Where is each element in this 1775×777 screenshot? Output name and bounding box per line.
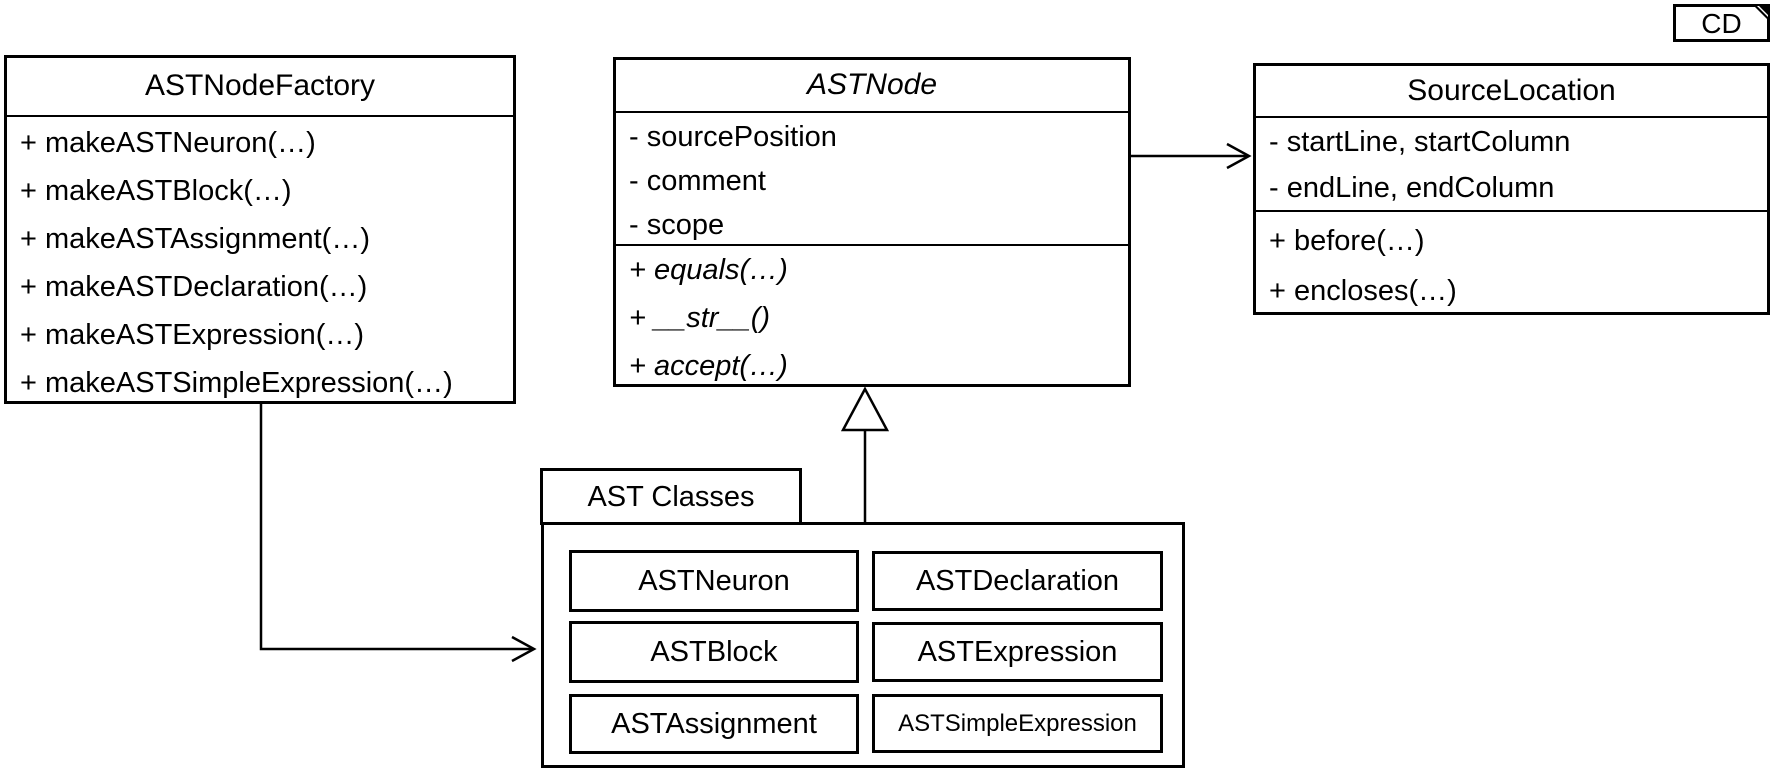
attribute-row: - sourcePosition	[629, 121, 837, 153]
method-row: + makeASTAssignment(…)	[20, 223, 370, 255]
class-astblock: ASTBlock	[569, 621, 859, 683]
folded-corner-icon	[1754, 6, 1768, 20]
method-row: + before(…)	[1269, 225, 1425, 257]
class-title: ASTNode	[616, 60, 1128, 113]
method-row: + equals(…)	[629, 254, 788, 286]
package-body-ast-classes: ASTNeuron ASTDeclaration ASTBlock ASTExp…	[541, 522, 1185, 768]
class-title: SourceLocation	[1256, 66, 1767, 118]
method-row: + makeASTDeclaration(…)	[20, 271, 368, 303]
class-title: ASTNodeFactory	[7, 58, 513, 117]
class-astassignment: ASTAssignment	[569, 694, 859, 754]
open-arrowhead-icon	[511, 635, 537, 663]
hollow-triangle-icon	[840, 386, 890, 432]
diagram-type-label: CD	[1673, 4, 1770, 42]
attribute-row: - endLine, endColumn	[1269, 172, 1555, 204]
method-row: + makeASTBlock(…)	[20, 175, 292, 207]
attributes-compartment: - sourcePosition - comment - scope	[616, 113, 1128, 246]
attribute-row: - comment	[629, 165, 766, 197]
attribute-row: - startLine, startColumn	[1269, 126, 1571, 158]
class-sourcelocation: SourceLocation - startLine, startColumn …	[1253, 63, 1770, 315]
arrow-astnode-to-sourcelocation	[1131, 142, 1252, 170]
package-title: AST Classes	[587, 481, 755, 513]
methods-compartment: + makeASTNeuron(…) + makeASTBlock(…) + m…	[7, 117, 513, 407]
attributes-compartment: - startLine, startColumn - endLine, endC…	[1256, 118, 1767, 212]
generalization-astclasses-to-astnode	[840, 386, 890, 523]
class-astsimpleexpression: ASTSimpleExpression	[872, 694, 1163, 753]
methods-compartment: + before(…) + encloses(…)	[1256, 212, 1767, 316]
diagram-type-text: CD	[1701, 8, 1742, 39]
method-row: + makeASTSimpleExpression(…)	[20, 367, 453, 399]
method-row: + makeASTNeuron(…)	[20, 127, 316, 159]
package-tab-ast-classes: AST Classes	[540, 468, 802, 525]
method-row: + makeASTExpression(…)	[20, 319, 365, 351]
method-row: + accept(…)	[629, 350, 788, 382]
attribute-row: - scope	[629, 209, 725, 241]
method-row: + encloses(…)	[1269, 275, 1457, 307]
class-astdeclaration: ASTDeclaration	[872, 551, 1163, 611]
open-arrowhead-icon	[1226, 142, 1252, 170]
methods-compartment: + equals(…) + __str__() + accept(…)	[616, 246, 1128, 390]
class-astnode: ASTNode - sourcePosition - comment - sco…	[613, 57, 1131, 387]
class-astexpression: ASTExpression	[872, 622, 1163, 682]
method-row: + __str__()	[629, 302, 771, 334]
class-astnodefactory: ASTNodeFactory + makeASTNeuron(…) + make…	[4, 55, 516, 404]
arrow-factory-to-astclasses	[259, 404, 537, 663]
class-astneuron: ASTNeuron	[569, 550, 859, 612]
